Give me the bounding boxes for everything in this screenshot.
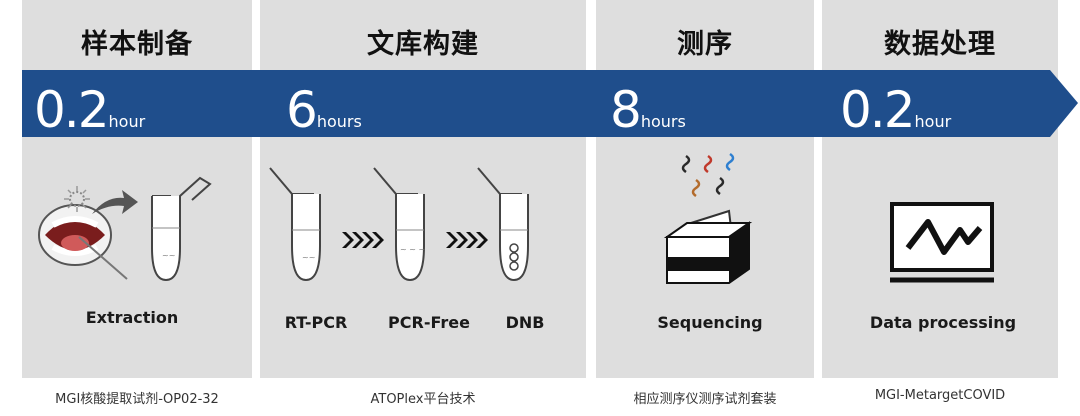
panel-sequencing: 测序 <box>596 0 814 378</box>
arrow-icon <box>92 190 138 214</box>
mouth-swab-icon <box>38 204 128 280</box>
footer-sequencing: 相应测序仪测序试剂套装 <box>633 392 777 407</box>
chevrons-icon <box>342 232 384 248</box>
printer-icon <box>663 209 753 284</box>
panel-library-build: 文库构建 <box>260 0 586 378</box>
footer-library-build: ATOPlex平台技术 <box>370 392 476 407</box>
chevrons-icon <box>446 232 488 248</box>
footer-data-processing: MGI-MetargetCOVID <box>874 388 1006 403</box>
dna-icon <box>681 152 735 198</box>
monitor-icon <box>890 202 994 283</box>
time-library-build: 6hours <box>286 81 362 139</box>
tube-icon: ~ ~ ~ <box>373 167 425 282</box>
step-label-rt-pcr: RT-PCR <box>284 313 348 332</box>
timeline-arrow-banner <box>22 70 1078 137</box>
step-label-dnb: DNB <box>505 313 545 332</box>
time-sample-prep: 0.2hour <box>34 81 146 139</box>
tube-icon: ~~ <box>269 167 321 282</box>
step-label-sequencing: Sequencing <box>657 313 763 332</box>
panel-sample-prep: 样本制备 <box>22 0 252 378</box>
step-label-pcr-free: PCR-Free <box>388 313 470 332</box>
svg-text:~ ~ ~: ~ ~ ~ <box>400 245 425 254</box>
stage-title: 测序 <box>677 29 733 60</box>
stage-title: 数据处理 <box>884 29 996 60</box>
time-sequencing: 8hours <box>610 81 686 139</box>
tube-icon: ~~ <box>151 176 212 282</box>
svg-text:~~: ~~ <box>162 251 175 260</box>
time-data-processing: 0.2hour <box>840 81 952 139</box>
virus-icon <box>64 186 90 212</box>
footer-sample-prep: MGI核酸提取试剂-OP02-32 <box>55 392 219 407</box>
svg-text:~~: ~~ <box>302 253 315 262</box>
tube-icon <box>477 167 529 282</box>
stage-title: 样本制备 <box>81 29 193 60</box>
stage-title: 文库构建 <box>367 29 479 60</box>
step-label-data-processing: Data processing <box>869 313 1017 332</box>
step-label-extraction: Extraction <box>85 308 179 327</box>
panel-data-processing: 数据处理 <box>822 0 1058 378</box>
